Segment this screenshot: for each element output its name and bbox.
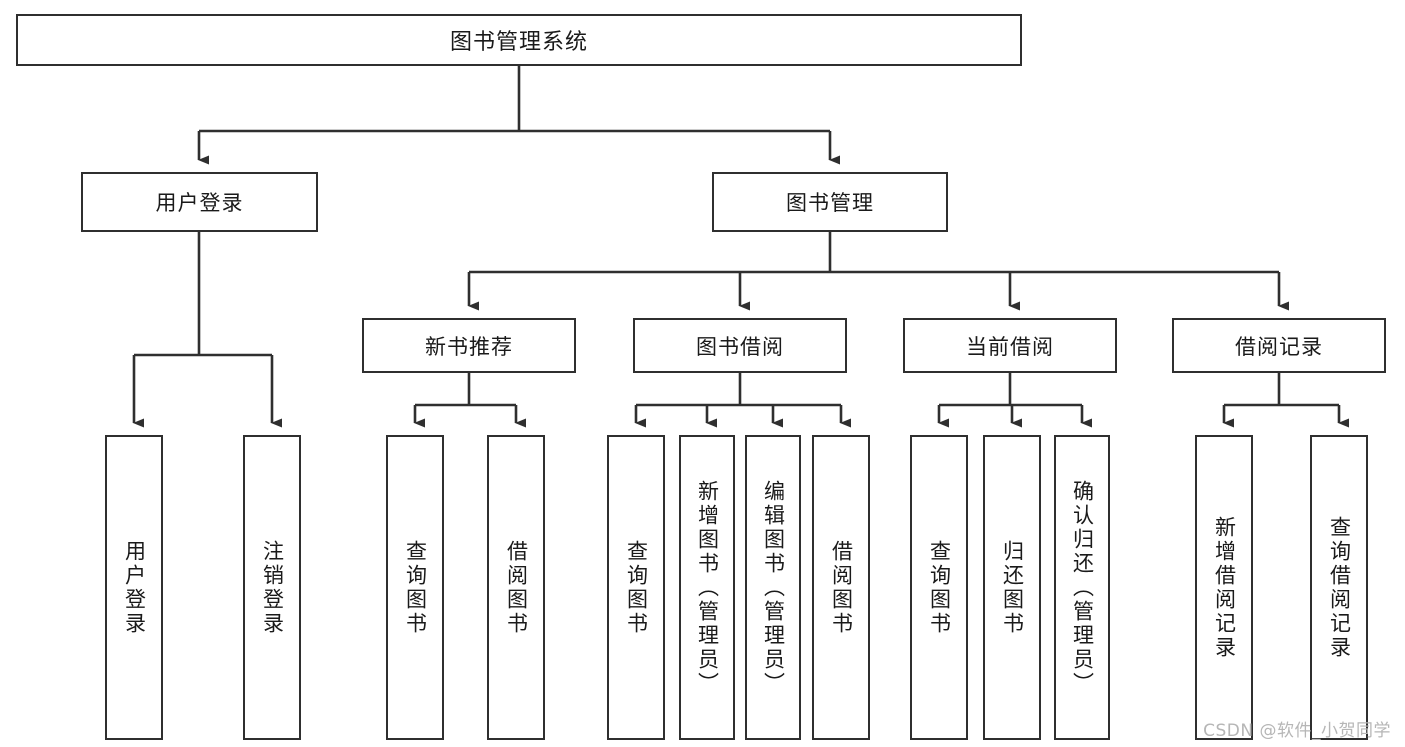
node-label: 归还图书 <box>1000 539 1025 636</box>
csdn-watermark: CSDN @软件_小贺同学 <box>1203 721 1391 741</box>
node-label: 编辑图书（管理员） <box>761 479 786 696</box>
node-label: 查询图书 <box>927 539 952 636</box>
node-label: 图书借阅 <box>696 334 784 359</box>
node-leaf-borrow-book-recommend[interactable]: 借阅图书 <box>487 435 545 740</box>
node-label: 查询图书 <box>624 539 649 636</box>
node-leaf-query-book-recommend[interactable]: 查询图书 <box>386 435 444 740</box>
node-label: 新增借阅记录 <box>1212 515 1237 660</box>
node-leaf-return-book[interactable]: 归还图书 <box>983 435 1041 740</box>
node-borrow-record[interactable]: 借阅记录 <box>1172 318 1386 373</box>
node-leaf-user-login[interactable]: 用户登录 <box>105 435 163 740</box>
node-label: 借阅图书 <box>504 539 529 636</box>
node-label: 用户登录 <box>122 539 147 636</box>
node-leaf-borrow-book[interactable]: 借阅图书 <box>812 435 870 740</box>
node-leaf-add-borrow-record[interactable]: 新增借阅记录 <box>1195 435 1253 740</box>
node-leaf-query-book-borrow[interactable]: 查询图书 <box>607 435 665 740</box>
node-label: 查询借阅记录 <box>1327 515 1352 660</box>
node-leaf-query-book-current[interactable]: 查询图书 <box>910 435 968 740</box>
node-leaf-add-book-admin[interactable]: 新增图书（管理员） <box>679 435 735 740</box>
node-label: 注销登录 <box>260 539 285 636</box>
node-current-borrow[interactable]: 当前借阅 <box>903 318 1117 373</box>
node-user-login[interactable]: 用户登录 <box>81 172 318 232</box>
node-book-management[interactable]: 图书管理 <box>712 172 948 232</box>
node-new-book-recommend[interactable]: 新书推荐 <box>362 318 576 373</box>
node-label: 查询图书 <box>403 539 428 636</box>
node-label: 用户登录 <box>155 191 244 215</box>
node-leaf-edit-book-admin[interactable]: 编辑图书（管理员） <box>745 435 801 740</box>
node-label: 图书管理 <box>786 191 874 215</box>
node-label: 新增图书（管理员） <box>695 479 720 696</box>
node-label: 当前借阅 <box>966 334 1054 359</box>
node-root-system[interactable]: 图书管理系统 <box>16 14 1022 66</box>
node-leaf-logout-login[interactable]: 注销登录 <box>243 435 301 740</box>
node-leaf-query-borrow-record[interactable]: 查询借阅记录 <box>1310 435 1368 740</box>
node-label: 图书管理系统 <box>449 30 588 55</box>
node-book-borrow[interactable]: 图书借阅 <box>633 318 847 373</box>
node-label: 借阅图书 <box>829 539 854 636</box>
node-label: 借阅记录 <box>1235 334 1323 359</box>
node-label: 新书推荐 <box>425 334 513 359</box>
node-leaf-confirm-return-admin[interactable]: 确认归还（管理员） <box>1054 435 1110 740</box>
node-label: 确认归还（管理员） <box>1070 479 1095 696</box>
